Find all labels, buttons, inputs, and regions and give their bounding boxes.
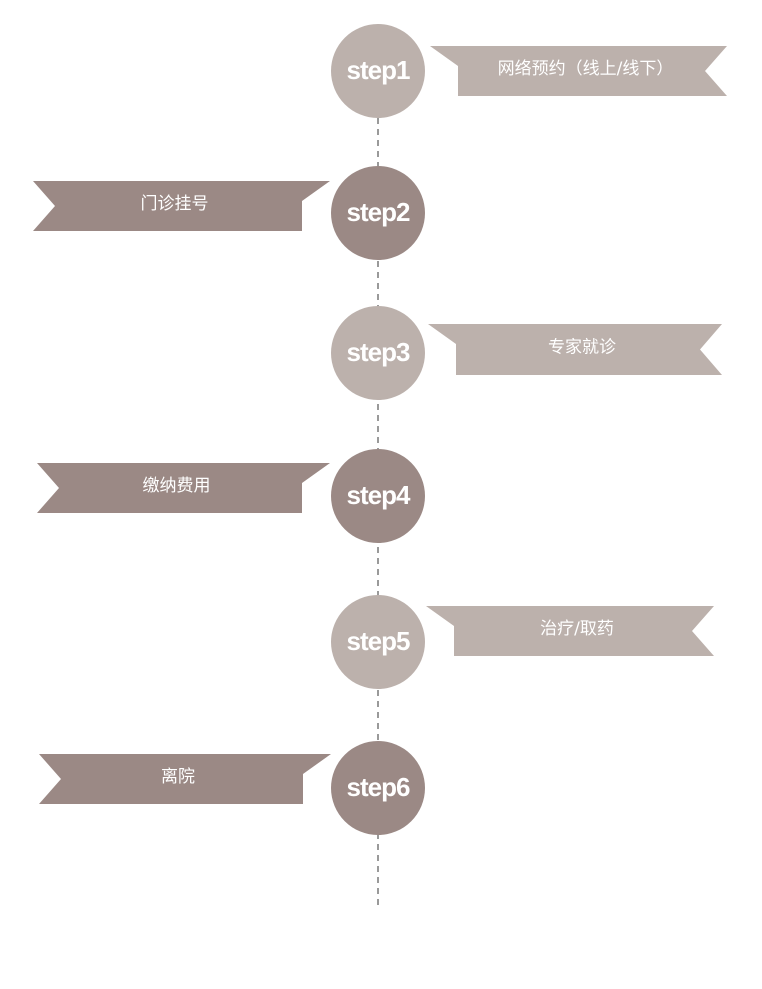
step-label: 专家就诊 bbox=[548, 338, 616, 358]
step-circle bbox=[331, 595, 425, 689]
step-label: 门诊挂号 bbox=[141, 194, 209, 214]
step-circle bbox=[331, 166, 425, 260]
step-2: 门诊挂号 step2 bbox=[33, 166, 425, 260]
step-6: 离院 step6 bbox=[39, 741, 425, 835]
step-number-label: step1 bbox=[347, 55, 410, 85]
step-ribbon bbox=[33, 181, 330, 231]
step-ribbon bbox=[428, 324, 722, 375]
step-5: 治疗/取药 step5 bbox=[331, 595, 714, 689]
step-label: 缴纳费用 bbox=[143, 476, 211, 496]
step-ribbon bbox=[426, 606, 714, 656]
step-number-label: step4 bbox=[347, 480, 411, 510]
step-number-label: step3 bbox=[347, 337, 410, 367]
step-1: 网络预约（线上/线下） step1 bbox=[331, 24, 727, 118]
step-ribbon bbox=[430, 46, 727, 96]
step-number-label: step6 bbox=[347, 772, 410, 802]
step-3: 专家就诊 step3 bbox=[331, 306, 722, 400]
step-number-label: step5 bbox=[347, 626, 410, 656]
step-circle bbox=[331, 741, 425, 835]
step-4: 缴纳费用 step4 bbox=[37, 449, 425, 543]
step-label: 网络预约（线上/线下） bbox=[498, 59, 674, 79]
step-circle bbox=[331, 449, 425, 543]
step-circle bbox=[331, 24, 425, 118]
step-ribbon bbox=[39, 754, 331, 804]
step-circle bbox=[331, 306, 425, 400]
step-number-label: step2 bbox=[347, 197, 410, 227]
step-label: 治疗/取药 bbox=[540, 619, 614, 639]
step-ribbon bbox=[37, 463, 330, 513]
step-label: 离院 bbox=[161, 767, 195, 787]
